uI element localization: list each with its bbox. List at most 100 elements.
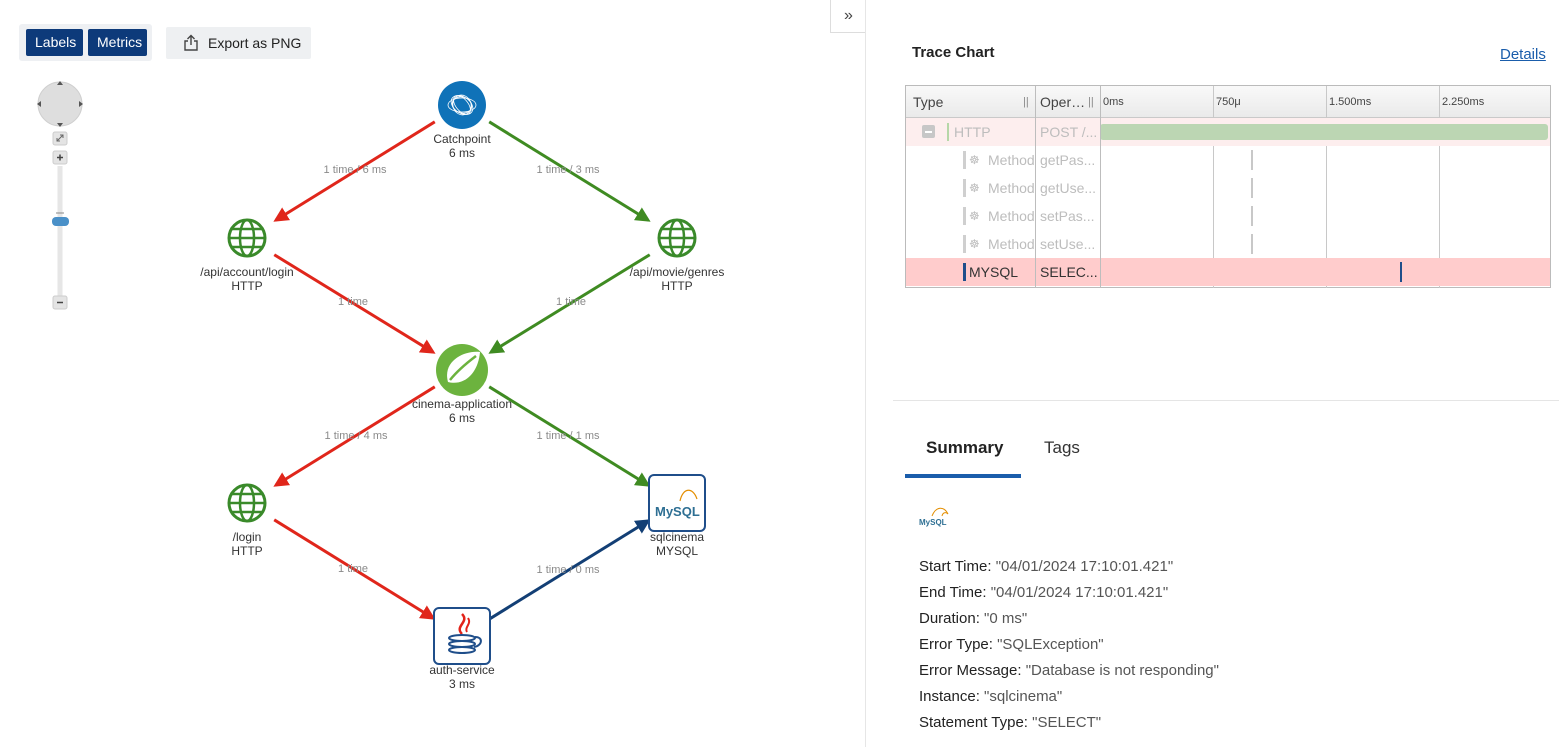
timeline-tick-label: 1.500ms — [1329, 96, 1372, 108]
edge-label: 1 time — [338, 563, 368, 575]
edge-arrow[interactable] — [488, 253, 651, 354]
operation-column-header[interactable]: Oper… || — [1035, 86, 1100, 118]
catchpoint-icon — [438, 81, 486, 129]
node-name-label: sqlcinema — [650, 530, 704, 544]
trace-grid: Type || Oper… || 0ms 750μ 1.500ms 2.250ms H… — [905, 85, 1551, 288]
pan-down-icon[interactable] — [57, 123, 63, 127]
share-export-icon — [184, 34, 198, 51]
summary-field: Error Message: "Database is not respondi… — [919, 662, 1219, 679]
node-sub-label: 6 ms — [449, 146, 475, 160]
collapse-row-icon[interactable] — [922, 125, 935, 138]
zoom-navigation-control — [37, 81, 83, 310]
globe-icon — [227, 218, 267, 258]
trace-operation-cell: setUse... — [1040, 236, 1096, 252]
summary-field-label: End Time: — [919, 584, 991, 601]
trace-row[interactable]: ☸ Method setUse... — [906, 230, 1550, 258]
timeline-tick-label: 750μ — [1216, 96, 1241, 108]
trace-type-cell: HTTP — [906, 118, 1035, 146]
trace-span-bar[interactable] — [1100, 124, 1548, 140]
trace-type-label: Method — [988, 236, 1035, 252]
column-divider — [1100, 86, 1101, 288]
bug-icon: ☸ — [969, 209, 980, 223]
zoom-slider-track[interactable] — [57, 166, 63, 298]
node-name-label: /api/movie/genres — [630, 265, 725, 279]
column-resize-handle[interactable]: || — [1088, 96, 1094, 108]
pan-left-icon[interactable] — [37, 101, 41, 107]
edge-arrow[interactable] — [488, 519, 651, 621]
edge-label: 1 time — [338, 296, 368, 308]
node-name-label: /api/account/login — [200, 265, 293, 279]
tab-tags[interactable]: Tags — [1044, 438, 1080, 457]
trace-row[interactable]: MYSQL SELEC... — [906, 258, 1550, 286]
trace-span-bar[interactable] — [1250, 206, 1253, 226]
summary-field: Statement Type: "SELECT" — [919, 714, 1101, 731]
trace-span-bar[interactable] — [1250, 150, 1253, 170]
edge-arrow[interactable] — [273, 120, 436, 222]
trace-operation-cell: SELEC... — [1040, 264, 1098, 280]
summary-field-label: Duration: — [919, 610, 985, 627]
labels-toggle-button[interactable]: Labels — [26, 29, 83, 56]
mysql-icon: MySQL — [648, 474, 706, 532]
export-button-label: Export as PNG — [208, 35, 302, 51]
node-sub-label: 3 ms — [449, 677, 475, 691]
node-sub-label: HTTP — [231, 279, 262, 293]
summary-field-value: "SQLException" — [997, 636, 1104, 653]
trace-type-cell: MYSQL — [906, 258, 1035, 286]
summary-field-label: Error Type: — [919, 636, 998, 653]
bug-icon: ☸ — [969, 237, 980, 251]
panel-divider — [865, 0, 866, 747]
trace-operation-cell: POST /... — [1040, 124, 1098, 140]
mysql-logo-text: MySQL — [919, 518, 947, 527]
edge-label: 1 time / 0 ms — [537, 564, 600, 576]
zoom-slider-handle[interactable] — [52, 217, 69, 226]
trace-type-cell: ☸Method — [906, 174, 1035, 202]
summary-field: Error Type: "SQLException" — [919, 636, 1104, 653]
trace-type-label: Method — [988, 208, 1035, 224]
edge-label: 1 time — [556, 296, 586, 308]
summary-field: Instance: "sqlcinema" — [919, 688, 1062, 705]
timeline-gridline — [1439, 86, 1440, 288]
metrics-toggle-button[interactable]: Metrics — [88, 29, 147, 56]
trace-span-bar[interactable] — [1400, 262, 1403, 282]
type-column-header[interactable]: Type || — [906, 86, 1035, 118]
node-name-label: /login — [233, 530, 262, 544]
operation-header-label: Oper… — [1040, 94, 1086, 110]
trace-span-bar[interactable] — [1250, 234, 1253, 254]
summary-field-value: "04/01/2024 17:10:01.421" — [995, 558, 1174, 575]
collapse-panel-button[interactable]: » — [830, 0, 866, 33]
pan-right-icon[interactable] — [79, 101, 83, 107]
edge-arrow[interactable] — [273, 518, 436, 620]
node-name-label: cinema-application — [412, 397, 512, 411]
summary-field: Duration: "0 ms" — [919, 610, 1027, 627]
export-png-button[interactable]: Export as PNG — [166, 27, 311, 59]
edge-arrow[interactable] — [488, 385, 651, 487]
timeline-tick-label: 2.250ms — [1442, 96, 1485, 108]
section-separator — [893, 400, 1559, 401]
trace-span-bar[interactable] — [1250, 178, 1253, 198]
tab-summary[interactable]: Summary — [926, 438, 1004, 457]
pan-up-icon[interactable] — [57, 81, 63, 85]
summary-field: Start Time: "04/01/2024 17:10:01.421" — [919, 558, 1173, 575]
summary-field-value: "Database is not responding" — [1025, 662, 1219, 679]
edge-arrow[interactable] — [273, 253, 436, 354]
trace-chart-title: Trace Chart — [912, 44, 995, 61]
trace-row[interactable]: HTTP POST /... — [906, 118, 1550, 146]
details-link[interactable]: Details — [1500, 46, 1546, 63]
edge-arrow[interactable] — [488, 120, 651, 222]
summary-field-value: "SELECT" — [1032, 714, 1102, 731]
column-resize-handle[interactable]: || — [1023, 96, 1029, 108]
globe-icon — [227, 483, 267, 523]
timeline-tick-label: 0ms — [1103, 96, 1124, 108]
edge-arrow[interactable] — [273, 385, 436, 487]
